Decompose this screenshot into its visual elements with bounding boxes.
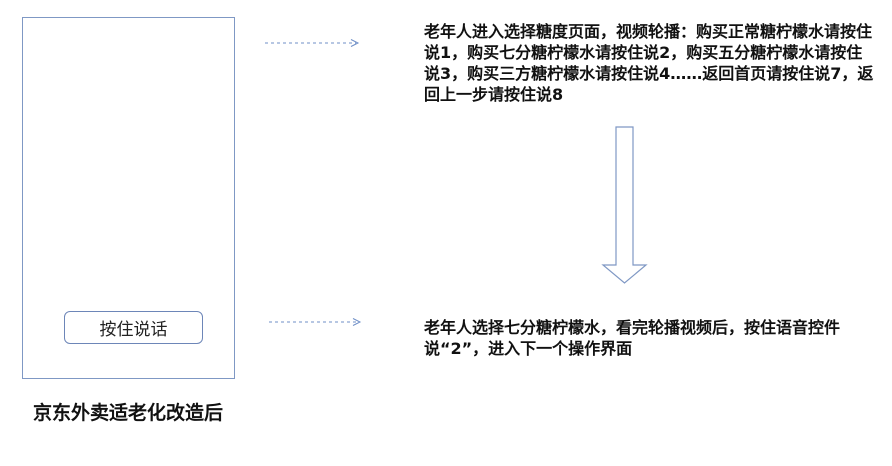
hold-to-talk-button[interactable]: 按住说话 xyxy=(64,311,203,344)
dashed-arrow-top xyxy=(265,39,360,47)
step-1-description: 老年人进入选择糖度页面，视频轮播：购买正常糖柠檬水请按住说1，购买七分糖柠檬水请… xyxy=(424,22,874,104)
step-2-description: 老年人选择七分糖柠檬水，看完轮播视频后，按住语音控件说“2”，进入下一个操作界面 xyxy=(424,318,841,358)
dashed-arrow-bottom xyxy=(269,318,362,326)
down-arrow xyxy=(601,126,648,284)
diagram-caption: 京东外卖适老化改造后 xyxy=(33,402,224,424)
